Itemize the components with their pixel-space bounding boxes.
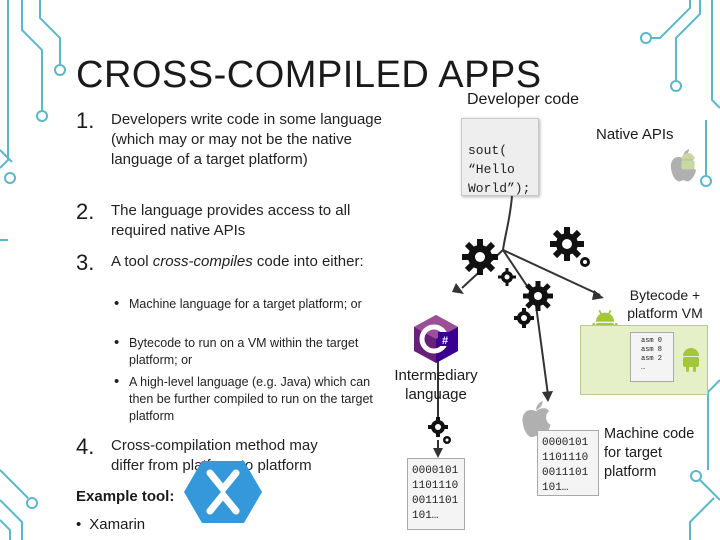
csharp-icon: #	[414, 315, 458, 363]
list-item-3: A tool cross-compiles code into either:	[111, 253, 364, 270]
native-apis-label: Native APIs	[596, 126, 674, 143]
binary-output-left: 0000101 1101110 0011101 101…	[407, 458, 465, 530]
apple-icon	[522, 401, 551, 438]
list-number-1: 1.	[76, 108, 95, 133]
gear-icon	[428, 417, 451, 444]
sub-item-1: •Machine language for a target platform;…	[114, 295, 362, 312]
bytecode-vm-label: Bytecode + platform VM	[627, 287, 703, 321]
developer-code-label: Developer code	[467, 91, 580, 108]
example-tool-name: Xamarin	[89, 516, 146, 533]
gear-icon	[514, 281, 553, 328]
page-title: CROSS-COMPILED APPS	[76, 54, 542, 96]
machine-code-label: Machine code for target platform	[604, 426, 695, 480]
list-number-2: 2.	[76, 199, 95, 224]
list-item-1: Developers write code in some language (…	[111, 111, 382, 168]
developer-code-box: sout( “Hello World”);	[461, 118, 539, 196]
list-item-2: The language provides access to all requ…	[111, 202, 351, 239]
gear-icon	[550, 227, 590, 267]
list-number-3: 3.	[76, 250, 95, 275]
sub-item-2: •Bytecode to run on a VM within the targ…	[114, 334, 359, 367]
sub-item-3: •A high-level language (e.g. Java) which…	[114, 373, 373, 423]
gear-icon	[462, 239, 516, 286]
intermediary-language-label: Intermediary language	[394, 367, 478, 403]
example-tool-label: Example tool:	[76, 488, 175, 505]
android-icon	[683, 348, 699, 372]
emphasis-cross-compiles: cross-compiles	[152, 253, 253, 270]
asm-code-box: asm 0 asm 8 asm 2 …	[630, 332, 674, 382]
xamarin-icon	[184, 461, 262, 523]
binary-output-right: 0000101 1101110 0011101 101…	[537, 430, 599, 496]
svg-text:#: #	[442, 335, 448, 347]
android-icon	[681, 153, 695, 170]
example-tool-item: •Xamarin	[76, 516, 146, 533]
list-number-4: 4.	[76, 434, 95, 459]
